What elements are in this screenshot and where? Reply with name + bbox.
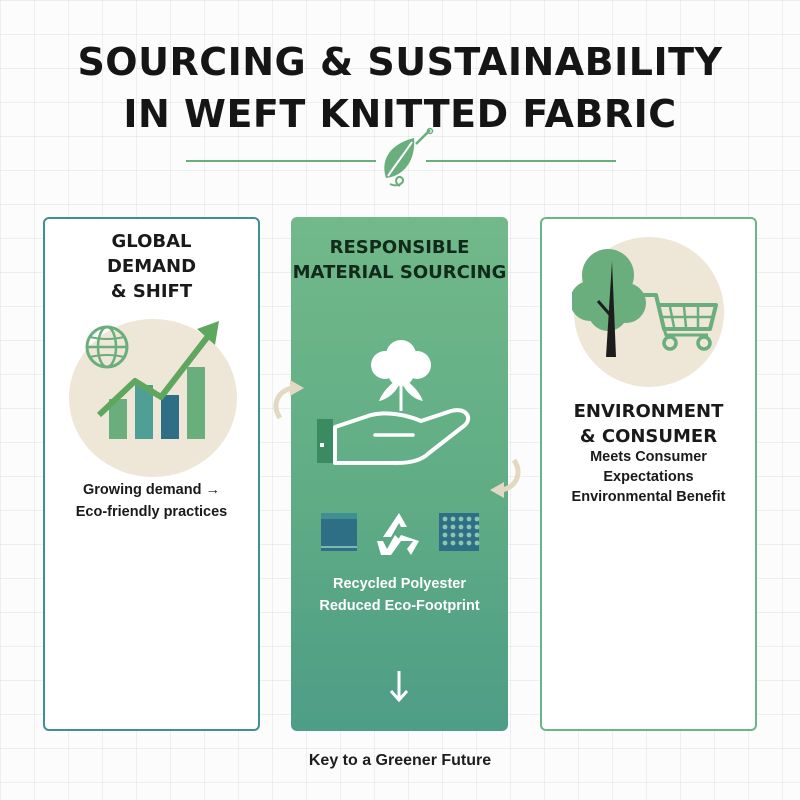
panel-heading: GLOBAL DEMAND & SHIFT <box>106 231 197 302</box>
title-divider-right <box>426 160 616 162</box>
panel-heading: ENVIRONMENT & CONSUMER <box>573 401 724 447</box>
title-divider-left <box>186 160 376 162</box>
fabric-swatch-icon <box>321 513 357 551</box>
cotton-plant-icon <box>371 340 431 411</box>
panel-environment-consumer: ENVIRONMENT & CONSUMER Meets Consumer Ex… <box>540 217 757 731</box>
panel-text: Meets Consumer Expectations Environmenta… <box>571 449 726 505</box>
leaf-needle-icon <box>372 126 434 192</box>
shopping-cart-icon <box>642 293 718 351</box>
open-hand-icon <box>317 408 471 465</box>
footer-tagline: Key to a Greener Future <box>308 752 492 769</box>
globe-icon <box>85 325 129 369</box>
recycle-icon <box>377 513 419 555</box>
tree-icon <box>572 249 646 357</box>
up-trend-arrow-icon <box>96 321 219 418</box>
knit-mesh-icon <box>439 513 480 551</box>
down-arrow-icon <box>389 671 409 703</box>
page-title: SOURCING & SUSTAINABILITY IN WEFT KNITTE… <box>0 36 800 140</box>
growth-bar-chart-icon <box>85 321 219 439</box>
curved-arrow-icon <box>490 458 521 498</box>
title-line-2: IN WEFT KNITTED FABRIC <box>123 92 677 136</box>
panel-material-sourcing: RESPONSIBLE MATERIAL SOURCING <box>291 217 508 731</box>
panel-text: Growing demand → Eco-friendly practices <box>75 482 228 520</box>
panel-global-demand: GLOBAL DEMAND & SHIFT Growing demand → E… <box>43 217 260 731</box>
panel-heading: RESPONSIBLE MATERIAL SOURCING <box>292 237 507 283</box>
title-line-1: SOURCING & SUSTAINABILITY <box>77 40 723 84</box>
curved-arrow-icon <box>273 380 304 420</box>
panel-text: Recycled Polyester Reduced Eco-Footprint <box>319 576 480 614</box>
